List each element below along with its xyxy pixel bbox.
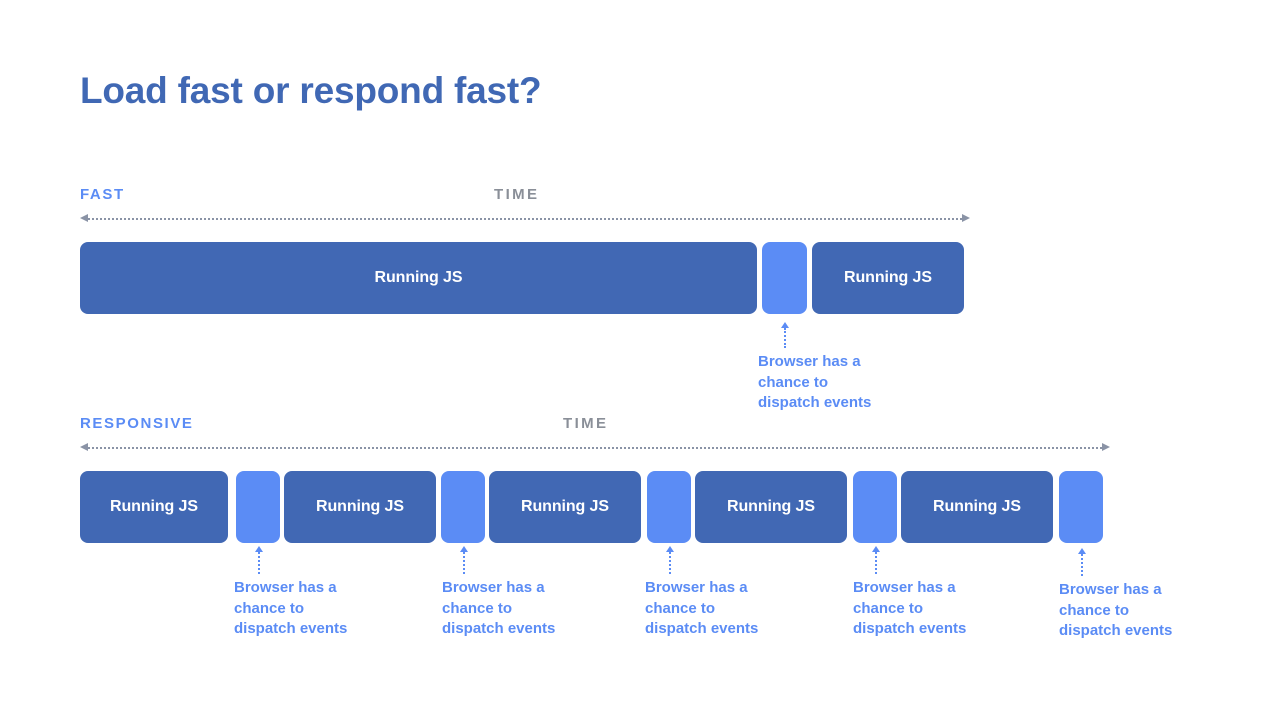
axis-arrow-left-icon	[80, 443, 88, 451]
block-browser-idle[interactable]	[1059, 471, 1103, 543]
callout-text: Browser has a chance to dispatch events	[442, 579, 556, 637]
callout-text: Browser has a chance to dispatch events	[645, 579, 759, 637]
block-label: Running JS	[933, 498, 1021, 515]
block-running-js[interactable]: Running JS	[284, 471, 436, 543]
section-fast-time-label: TIME	[494, 186, 540, 203]
page-title: Load fast or respond fast?	[80, 70, 542, 111]
callout-text: Browser has a chance to dispatch events	[234, 579, 348, 637]
axis-arrow-left-icon	[80, 214, 88, 222]
axis-arrow-right-icon	[962, 214, 970, 222]
block-browser-idle[interactable]	[441, 471, 485, 543]
callout-text: Browser has a chance to dispatch events	[1059, 581, 1173, 639]
section-responsive-row-label: RESPONSIVE	[80, 415, 194, 432]
callout-text: Browser has a chance to dispatch events	[758, 353, 872, 411]
axis-arrow-right-icon	[1102, 443, 1110, 451]
callout-dotted-stem	[1081, 554, 1083, 576]
callout-arrow-up-icon	[666, 546, 674, 552]
callout-text: Browser has a chance to dispatch events	[853, 579, 967, 637]
callout-arrow-up-icon	[872, 546, 880, 552]
block-browser-idle[interactable]	[236, 471, 280, 543]
block-label: Running JS	[316, 498, 404, 515]
block-browser-idle[interactable]	[647, 471, 691, 543]
block-running-js[interactable]: Running JS	[901, 471, 1053, 543]
callout-dotted-stem	[258, 552, 260, 574]
callout-arrow-up-icon	[781, 322, 789, 328]
section-fast-time-axis	[80, 214, 970, 223]
callout-dotted-stem	[875, 552, 877, 574]
block-browser-idle[interactable]	[762, 242, 807, 314]
section-responsive-time-axis	[80, 443, 1110, 452]
callout-dotted-stem	[463, 552, 465, 574]
axis-dotted-line	[88, 447, 1102, 449]
block-running-js[interactable]: Running JS	[80, 471, 228, 543]
block-label: Running JS	[727, 498, 815, 515]
callout-arrow-up-icon	[1078, 548, 1086, 554]
block-label: Running JS	[844, 269, 932, 286]
section-fast-row-label: FAST	[80, 186, 125, 203]
block-running-js[interactable]: Running JS	[695, 471, 847, 543]
callout-dotted-stem	[784, 328, 786, 348]
block-label: Running JS	[374, 269, 463, 286]
block-running-js[interactable]: Running JS	[489, 471, 641, 543]
block-label: Running JS	[110, 498, 198, 515]
callout-arrow-up-icon	[255, 546, 263, 552]
section-responsive-time-label: TIME	[563, 415, 609, 432]
block-running-js[interactable]: Running JS	[812, 242, 964, 314]
callout-arrow-up-icon	[460, 546, 468, 552]
block-running-js[interactable]: Running JS	[80, 242, 757, 314]
callout-dotted-stem	[669, 552, 671, 574]
block-browser-idle[interactable]	[853, 471, 897, 543]
axis-dotted-line	[88, 218, 962, 220]
block-label: Running JS	[521, 498, 609, 515]
